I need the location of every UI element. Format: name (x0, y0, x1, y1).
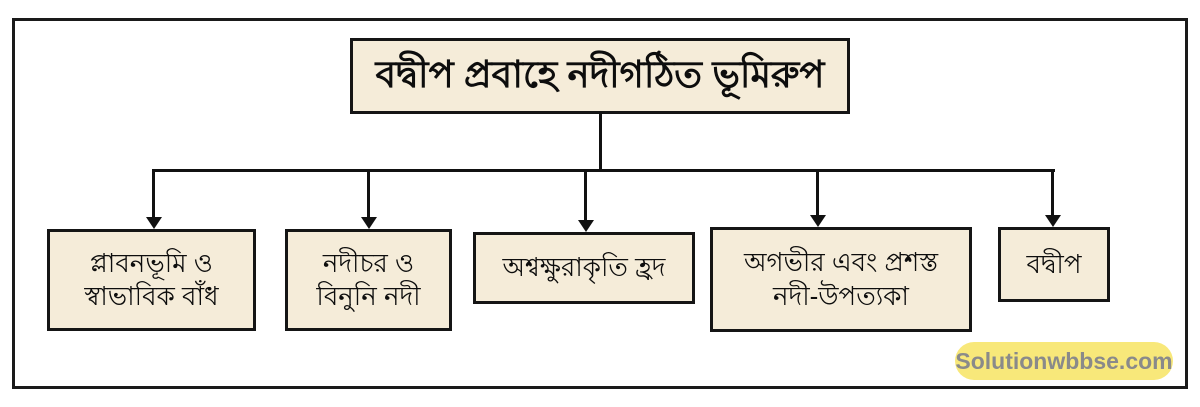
connector-arrow-3 (584, 169, 587, 220)
connector-arrow-2 (367, 169, 370, 217)
node-label-line: প্লাবনভূমি ও (90, 247, 213, 278)
node-label-line: নদীচর ও (322, 247, 415, 278)
diagram-title: বদ্বীপ প্রবাহে নদীগঠিত ভূমিরুপ (375, 53, 825, 95)
connector-arrow-1 (152, 169, 155, 217)
connector-horizontal-bar (152, 169, 1055, 172)
node-label-line: নদী-উপত্যকা (773, 280, 909, 311)
connector-arrow-4 (816, 169, 819, 215)
node-horseshoe-lake: অশ্বক্ষুরাকৃতি হ্রদ (473, 232, 695, 304)
node-delta: বদ্বীপ (998, 227, 1110, 302)
watermark-text: Solutionwbbse.com (955, 347, 1173, 374)
node-label-line: বদ্বীপ (1026, 248, 1082, 279)
connector-stem (599, 112, 602, 172)
node-label-line: স্বাভাবিক বাঁধ (84, 281, 219, 311)
node-shallow-wide-river-valley: অগভীর এবং প্রশস্ত নদী-উপত্যকা (710, 227, 972, 332)
node-floodplain-natural-levee: প্লাবনভূমি ও স্বাভাবিক বাঁধ (47, 229, 256, 331)
node-label-line: বিনুনি নদী (316, 281, 421, 311)
node-label-line: অশ্বক্ষুরাকৃতি হ্রদ (502, 252, 666, 283)
diagram-title-box: বদ্বীপ প্রবাহে নদীগঠিত ভূমিরুপ (350, 38, 850, 114)
node-label-line: অগভীর এবং প্রশস্ত (743, 247, 939, 278)
watermark-badge: Solutionwbbse.com (955, 342, 1173, 380)
connector-arrow-5 (1051, 169, 1054, 215)
node-river-char-braided-river: নদীচর ও বিনুনি নদী (285, 229, 452, 331)
